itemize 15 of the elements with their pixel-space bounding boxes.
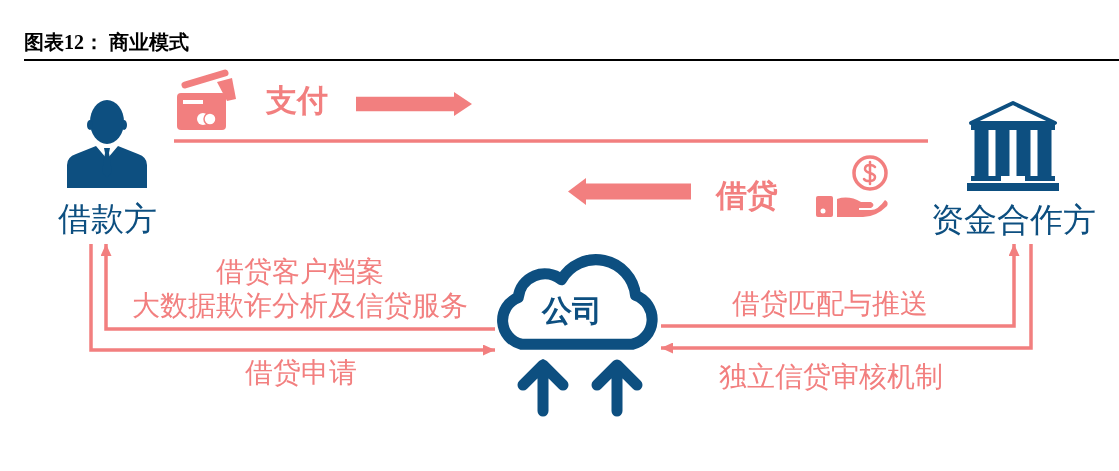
figure-title: 图表12： 商业模式 <box>24 30 189 55</box>
connector-arrow <box>661 244 1033 354</box>
connector-arrow <box>661 244 1020 328</box>
node-label: 公司 <box>542 294 602 328</box>
connector-arrow <box>100 244 495 331</box>
flow-label: 支付 <box>266 82 328 118</box>
edge-label: 借贷客户档案大数据欺诈分析及信贷服务 <box>131 255 469 323</box>
edge-label: 独立信贷审核机制 <box>719 360 943 394</box>
flow-label: 借贷 <box>716 177 778 213</box>
node-label: 资金合作方 <box>930 200 1096 240</box>
edge-label: 借贷申请 <box>245 356 357 390</box>
edge-label: 借贷匹配与推送 <box>732 287 928 321</box>
connector-arrow <box>89 244 495 356</box>
node-label: 借款方 <box>57 199 157 239</box>
connector-line <box>174 139 928 143</box>
